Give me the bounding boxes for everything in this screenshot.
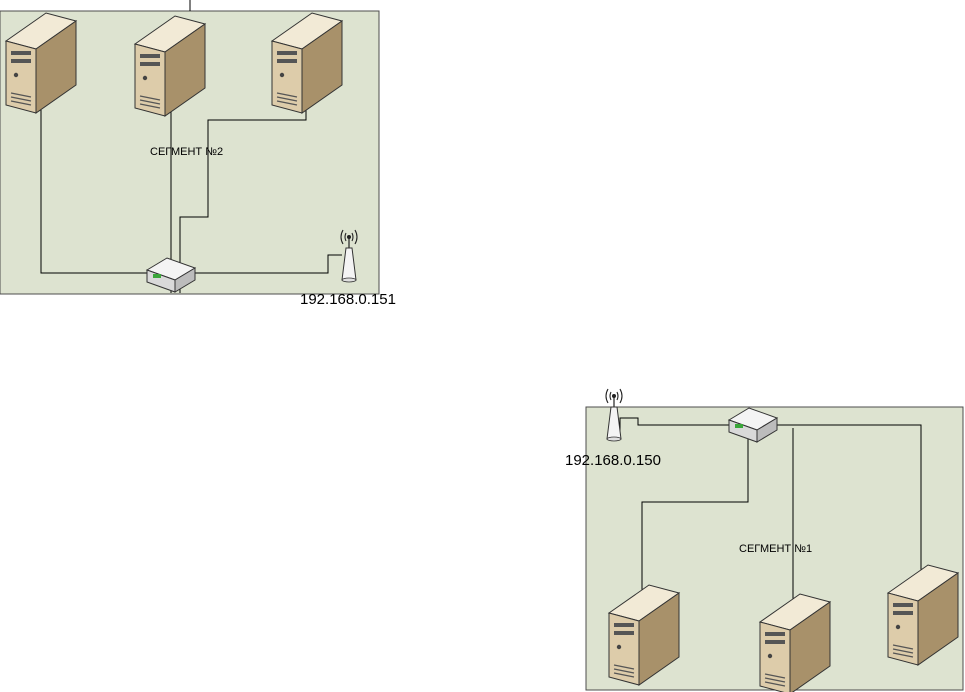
segment-2-access-point-ip: 192.168.0.151 xyxy=(300,291,396,308)
segment-2-label: СЕГМЕНТ №2 xyxy=(150,146,223,158)
segment-1-access-point-ip: 192.168.0.150 xyxy=(565,452,661,469)
segment-1-label: СЕГМЕНТ №1 xyxy=(739,543,812,555)
segment-1: СЕГМЕНТ №1 192.168.0.150 xyxy=(565,388,964,692)
segment-2-wires xyxy=(40,92,342,293)
segment-2: СЕГМЕНТ №2 192.168.0.151 xyxy=(0,0,396,308)
